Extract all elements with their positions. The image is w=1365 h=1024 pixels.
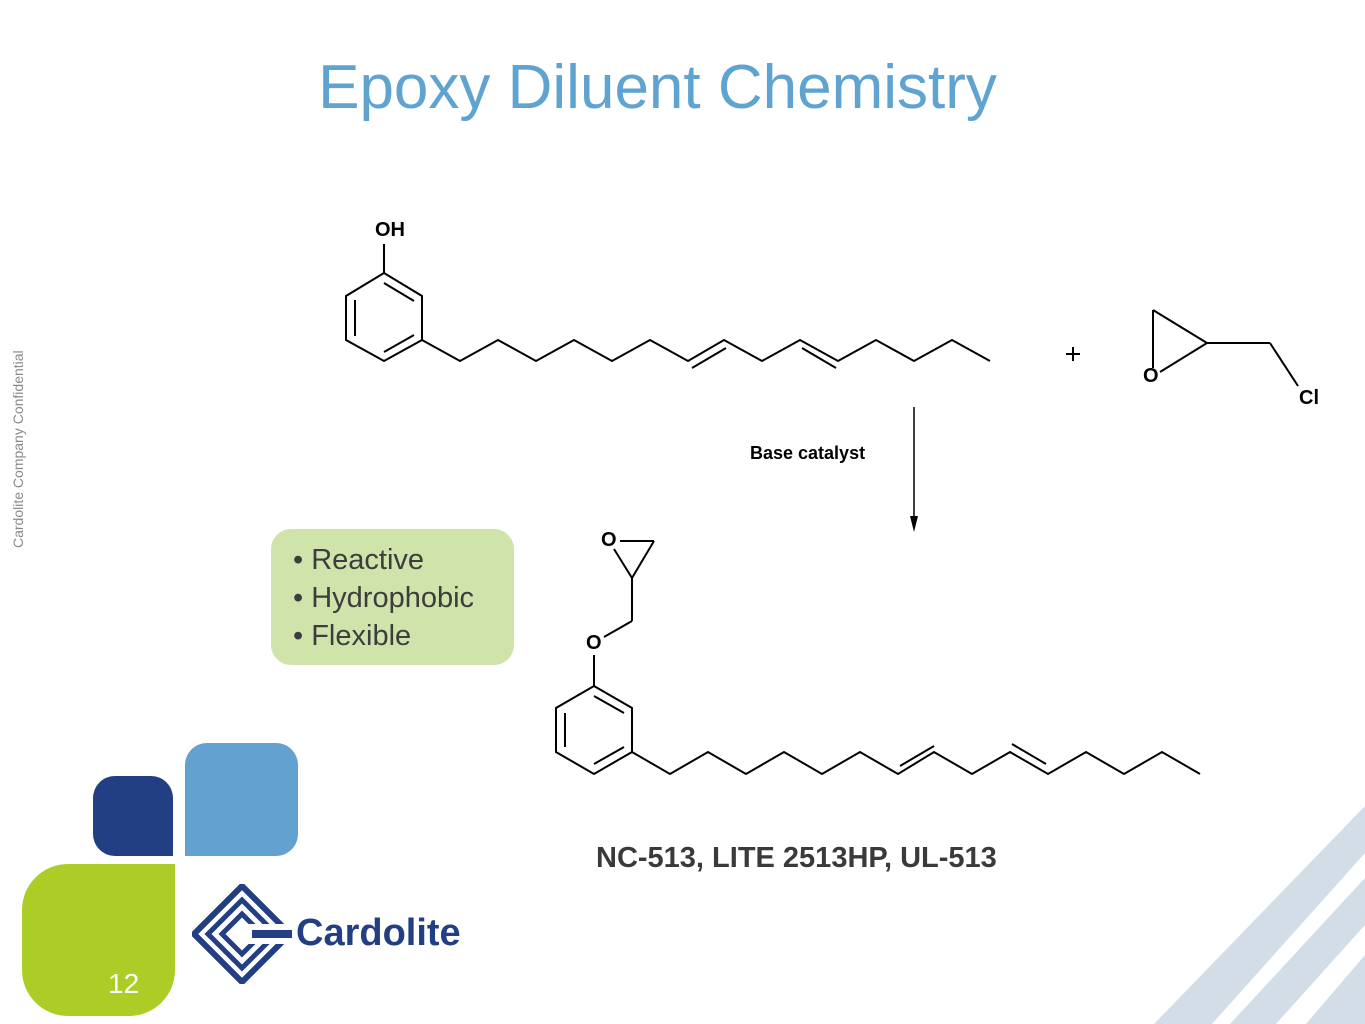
page-number: 12	[108, 968, 140, 999]
green-square	[22, 864, 175, 1016]
slide-title: Epoxy Diluent Chemistry	[318, 53, 997, 122]
list-item: • Reactive	[293, 544, 425, 576]
chlorine-label: Cl	[1299, 387, 1319, 409]
cardolite-logo-icon	[192, 884, 292, 984]
light-blue-square	[185, 743, 298, 856]
cardanol-structure	[345, 244, 991, 369]
list-item: • Flexible	[293, 620, 412, 652]
product-structure	[555, 540, 1201, 776]
properties-callout: • Reactive • Hydrophobic • Flexible	[271, 529, 514, 665]
brand-name: Cardolite	[296, 912, 461, 954]
condition-label: Base catalyst	[750, 443, 866, 463]
ether-oxygen-label: O	[586, 632, 602, 654]
hydroxyl-label: OH	[375, 219, 405, 241]
epoxide-oxygen-label: O	[1143, 365, 1159, 387]
epichlorohydrin-structure	[1152, 309, 1299, 387]
list-item: • Hydrophobic	[293, 582, 475, 614]
dark-blue-square	[93, 776, 173, 856]
product-ring-oxygen-label: O	[601, 529, 617, 551]
product-names: NC-513, LITE 2513HP, UL-513	[596, 842, 997, 874]
